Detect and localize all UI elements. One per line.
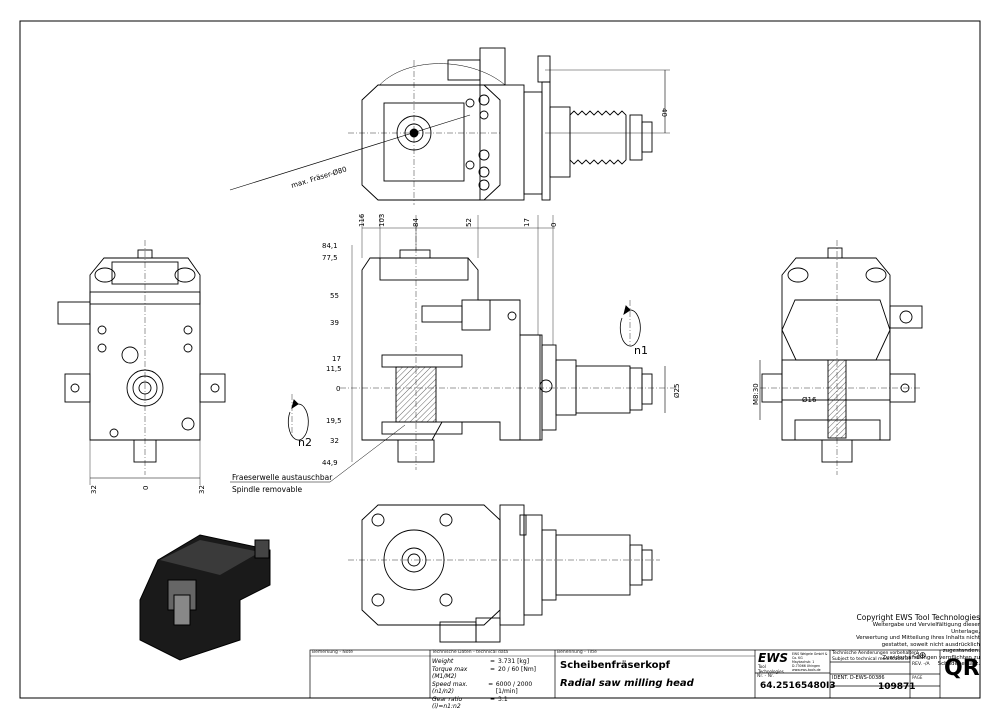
page-label: PAGE	[912, 675, 923, 680]
spec-row: Torque max (M1/M2) = 20 / 60 [Nm]	[432, 665, 537, 681]
left-bottom-dim-2: 0	[142, 486, 150, 490]
spindle-note-de: Fraeserwelle austauschbar	[232, 473, 333, 482]
top-view	[229, 47, 670, 205]
ident-field: IDENT. D-EWS-00386	[832, 675, 885, 681]
spec-row: Gear ratio (i)=n1:n2 = 3:1	[432, 695, 508, 711]
front-top-dim-1: 116	[358, 213, 366, 227]
front-left-dim-3: 55	[330, 292, 339, 300]
copyright-line-3: Verwertung und Mitteilung ihres Inhalts …	[855, 635, 980, 641]
drawing-number: 109871	[878, 682, 916, 692]
front-left-dim-1: 84,1	[322, 242, 338, 250]
front-view	[230, 215, 680, 483]
company-address: EWS Weigele GmbH & Co. KG Maybachstr. 1 …	[792, 652, 828, 672]
changes-note: Technische Aenderungen vorbehalten! Subj…	[832, 651, 919, 662]
rotation-n2-label: n2	[298, 436, 312, 449]
right-thread-label: M8:30	[752, 383, 760, 405]
left-bottom-dim-3: 32	[198, 485, 206, 494]
dim-40: 40	[660, 108, 668, 117]
spec-value: 3.731 [kg]	[498, 658, 530, 665]
nr-label: Nr. - Nr.	[757, 674, 774, 679]
copyright-line-4: gestattet, soweit nicht ausdrücklich zug…	[881, 641, 980, 655]
spec-value: 3:1	[498, 695, 508, 703]
front-left-dim-5: 17	[332, 355, 341, 363]
copyright-block: Copyright EWS Tool Technologies Weiterga…	[850, 613, 980, 668]
tech-data-header: Technische Daten - technical data	[432, 650, 509, 655]
title-de: Scheibenfräserkopf	[560, 660, 670, 671]
rotation-n1-label: n1	[634, 344, 648, 357]
front-top-dim-3: 84	[412, 218, 420, 227]
front-left-dim-6: 11,5	[326, 365, 342, 373]
front-left-dim-10: 44,9	[322, 459, 338, 467]
cutter-diameter-label: max. Fräser-Ø80	[290, 165, 348, 190]
spec-label: Speed max. (n1/n2)	[432, 680, 468, 696]
title-en: Radial saw milling head	[560, 678, 694, 689]
front-top-dim-5: 17	[523, 218, 531, 227]
ews-logo: EWS Tool Technologies	[758, 651, 789, 674]
left-view	[57, 240, 226, 485]
spec-row: Weight = 3.731 [kg]	[432, 658, 530, 665]
left-bottom-dim-1: 32	[90, 485, 98, 494]
front-dia-25: Ø25	[673, 384, 681, 398]
bottom-view	[348, 504, 660, 643]
front-top-dim-6: 0	[550, 223, 558, 227]
front-top-dim-2: 103	[378, 214, 386, 227]
remark-header: Bemerkung - Note	[312, 650, 354, 655]
copyright-line-1: Copyright EWS Tool Technologies	[856, 613, 980, 622]
spec-row: Speed max. (n1/n2) = 6000 / 2000 [1/min]	[432, 681, 554, 696]
spec-label: Gear ratio (i)=n1:n2	[432, 695, 463, 711]
front-left-dim-8: 19,5	[326, 417, 342, 425]
qr-label: QR	[944, 656, 980, 681]
isometric-product-render	[139, 534, 271, 661]
front-left-dim-7: 0	[336, 385, 340, 393]
right-view	[759, 240, 923, 475]
article-number: 64.25165480I3	[760, 681, 836, 691]
spec-label: Torque max (M1/M2)	[432, 665, 468, 681]
spec-value: 20 / 60 [Nm]	[498, 665, 537, 673]
title-header: Benennung - Title	[557, 650, 597, 655]
spec-list: Weight = 3.731 [kg] Torque max (M1/M2) =…	[432, 658, 554, 711]
front-left-dim-9: 32	[330, 437, 339, 445]
copyright-line-5: Zuwiderhandlungen verpflichten zu Schade…	[882, 654, 980, 668]
front-left-dim-2: 77,5	[322, 254, 338, 262]
right-dia-16: Ø16	[802, 396, 817, 404]
copyright-line-2: Weitergabe und Vervielfältigung dieser U…	[872, 622, 980, 635]
projection-symbol-icon: ◁⊕	[912, 651, 927, 661]
spindle-note-en: Spindle removable	[232, 485, 303, 494]
spec-value: 6000 / 2000 [1/min]	[495, 680, 533, 696]
front-top-dim-4: 52	[465, 218, 473, 227]
title-block	[309, 649, 981, 699]
rev-field: REV. -/A	[912, 662, 930, 667]
spec-label: Weight	[432, 658, 454, 665]
front-left-dim-4: 39	[330, 319, 339, 327]
